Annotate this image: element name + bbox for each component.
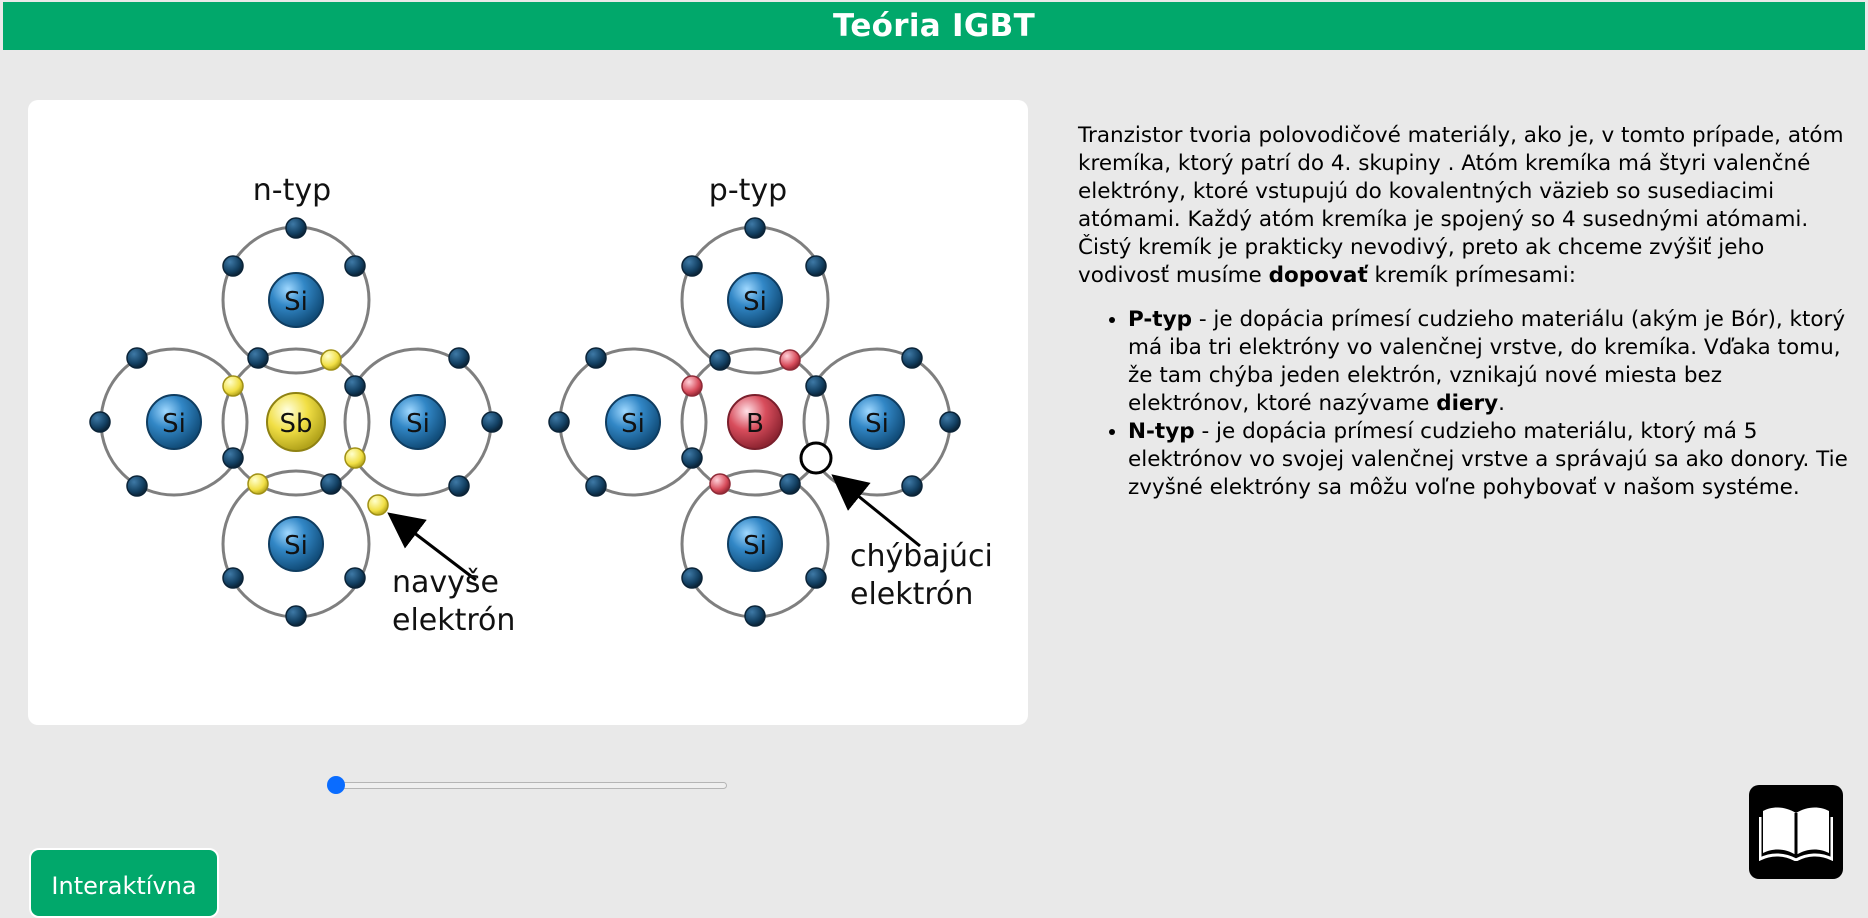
theory-text-panel: Tranzistor tvoria polovodičové materiály… [1078,122,1848,502]
si-label: Si [743,287,767,317]
list-item-p-type: P-typ - je dopácia prímesí cudzieho mate… [1128,306,1848,418]
missing-electron-label-line2: elektrón [850,577,973,612]
list-item-n-type: N-typ - je dopácia prímesí cudzieho mate… [1128,418,1848,502]
p-type-atoms: Si Si B Si Si [605,272,905,572]
n-type-atoms: Si Si Sb Si Si [146,272,446,572]
p-type-title: p-typ [709,173,787,208]
sb-label: Sb [279,409,312,439]
n-type-heading: N-typ [1128,419,1195,444]
extra-electron-arrow [387,512,477,582]
p-type-period: . [1498,391,1505,416]
p-type-heading: P-typ [1128,307,1192,332]
p-type-bold-word: diery [1436,391,1499,416]
si-label: Si [621,409,645,439]
missing-electron-label-line1: chýbajúci [850,539,993,574]
intro-text-part-2: kremík prímesami: [1367,263,1576,288]
intro-bold-word: dopovať [1268,263,1368,288]
b-label: B [746,409,764,439]
interactive-button-label: Interaktívna [51,872,197,900]
n-type-lattice: Si Si Sb Si Si navyše elektrón [89,217,515,638]
p-type-description: - je dopácia prímesí cudzieho materiálu … [1128,307,1846,416]
book-button[interactable] [1749,785,1843,879]
n-type-description: - je dopácia prímesí cudzieho materiálu,… [1128,419,1848,500]
si-label: Si [406,409,430,439]
si-label: Si [162,409,186,439]
n-type-title: n-typ [253,173,331,208]
doping-types-list: P-typ - je dopácia prímesí cudzieho mate… [1078,306,1848,502]
page-title: Teória IGBT [832,8,1036,44]
interactive-button[interactable]: Interaktívna [29,848,219,918]
missing-electron-arrow [831,474,921,548]
extra-electron-label-line1: navyše [392,565,499,600]
extra-electron-label-line2: elektrón [392,603,515,638]
si-label: Si [284,531,308,561]
intro-paragraph: Tranzistor tvoria polovodičové materiály… [1078,122,1848,290]
image-slider[interactable] [327,776,727,794]
book-icon [1759,807,1833,861]
si-label: Si [743,531,767,561]
p-type-electrons [548,217,961,627]
top-bar: Teória IGBT [3,2,1865,50]
si-label: Si [284,287,308,317]
p-type-lattice: Si Si B Si Si chýbajúci elektrón [548,217,993,627]
intro-text-part-1: Tranzistor tvoria polovodičové materiály… [1078,123,1844,288]
si-label: Si [865,409,889,439]
n-type-electrons [89,217,503,627]
slider-track[interactable] [333,782,727,789]
slider-thumb[interactable] [327,776,345,794]
missing-electron-hole [799,441,833,475]
semiconductor-diagram-card: n-typ p-typ [28,100,1028,725]
semiconductor-diagram: n-typ p-typ [89,173,993,638]
